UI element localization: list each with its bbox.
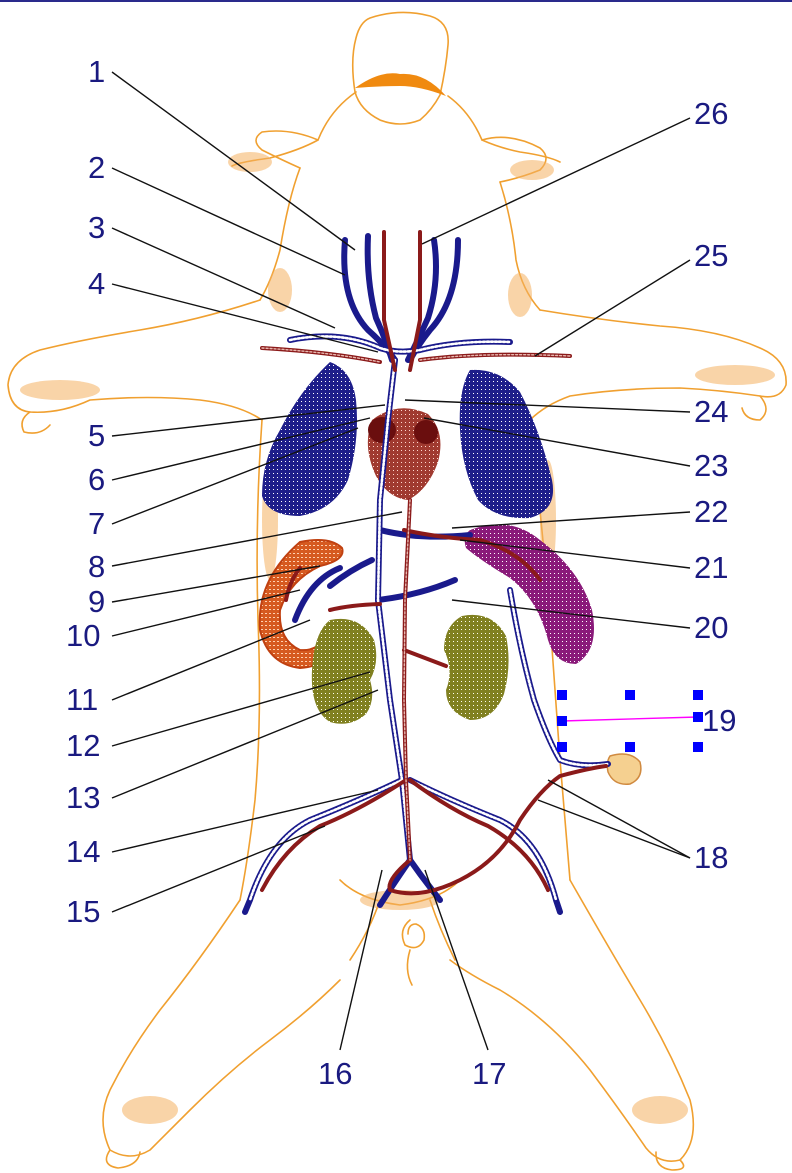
label-11[interactable]: 11 bbox=[66, 682, 98, 717]
label-23[interactable]: 23 bbox=[694, 448, 728, 483]
selection-handle[interactable] bbox=[693, 742, 703, 752]
label-20[interactable]: 20 bbox=[694, 610, 728, 645]
right-kidney bbox=[444, 615, 509, 720]
mouth-shape bbox=[355, 73, 446, 96]
left-lung bbox=[262, 362, 357, 516]
label-26[interactable]: 26 bbox=[694, 96, 728, 131]
selection-handle[interactable] bbox=[625, 742, 635, 752]
number-labels: 1 2 3 4 5 6 7 8 9 10 11 12 13 14 15 16 1… bbox=[66, 54, 736, 1091]
label-18[interactable]: 18 bbox=[694, 840, 728, 875]
right-lung bbox=[460, 370, 553, 518]
selection-handle[interactable] bbox=[557, 742, 567, 752]
pig-body-outline bbox=[8, 12, 786, 1170]
right-atrium bbox=[414, 420, 438, 444]
selection-handle[interactable] bbox=[557, 716, 567, 726]
label-2[interactable]: 2 bbox=[88, 150, 105, 185]
selection-box[interactable] bbox=[557, 690, 703, 752]
left-kidney bbox=[312, 619, 376, 724]
label-22[interactable]: 22 bbox=[694, 494, 728, 529]
label-1[interactable]: 1 bbox=[88, 54, 105, 89]
label-10[interactable]: 10 bbox=[66, 618, 100, 653]
label-14[interactable]: 14 bbox=[66, 834, 100, 869]
label-15[interactable]: 15 bbox=[66, 894, 100, 929]
label-25[interactable]: 25 bbox=[694, 238, 728, 273]
label-9[interactable]: 9 bbox=[88, 584, 105, 619]
selection-handle[interactable] bbox=[557, 690, 567, 700]
label-19[interactable]: 19 bbox=[702, 703, 736, 738]
label-6[interactable]: 6 bbox=[88, 462, 105, 497]
selection-line bbox=[562, 717, 698, 721]
label-3[interactable]: 3 bbox=[88, 210, 105, 245]
label-21[interactable]: 21 bbox=[694, 550, 728, 585]
label-24[interactable]: 24 bbox=[694, 394, 728, 429]
selection-handle[interactable] bbox=[693, 690, 703, 700]
label-17[interactable]: 17 bbox=[472, 1056, 506, 1091]
label-5[interactable]: 5 bbox=[88, 418, 105, 453]
label-8[interactable]: 8 bbox=[88, 549, 105, 584]
umbilical-sac bbox=[607, 754, 641, 784]
label-4[interactable]: 4 bbox=[88, 266, 105, 301]
left-atrium bbox=[368, 417, 396, 443]
label-13[interactable]: 13 bbox=[66, 780, 100, 815]
label-16[interactable]: 16 bbox=[318, 1056, 352, 1091]
label-12[interactable]: 12 bbox=[66, 728, 100, 763]
selection-handle[interactable] bbox=[625, 690, 635, 700]
label-7[interactable]: 7 bbox=[88, 506, 105, 541]
